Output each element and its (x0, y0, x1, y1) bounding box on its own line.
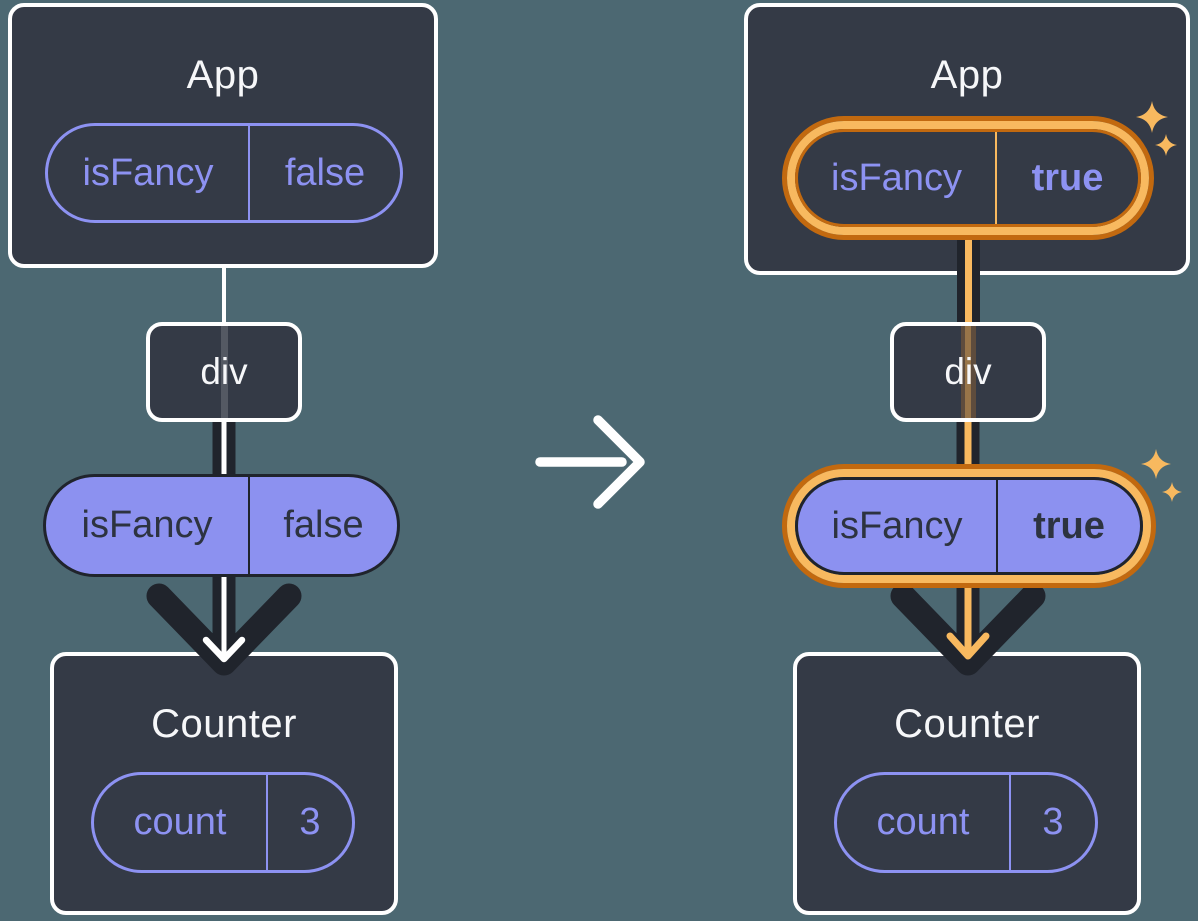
highlight-ring: isFancy true (787, 121, 1149, 235)
state-name: count (94, 775, 268, 870)
connector-core (965, 326, 971, 418)
app-component-card: App isFancy false (8, 3, 438, 268)
sparkle-icon (1162, 482, 1182, 502)
prop-value: true (1033, 504, 1105, 547)
prop-name: isFancy (46, 477, 250, 574)
passed-prop-pill: isFancy true (795, 477, 1143, 575)
state-pill: isFancy true (795, 129, 1141, 227)
state-value: true (1031, 156, 1104, 199)
passed-prop-pill: isFancy false (43, 474, 400, 577)
counter-component-card: Counter count 3 (50, 652, 398, 915)
state-name: isFancy (798, 132, 997, 224)
sparkle-icon (1136, 101, 1168, 133)
arrow-segment-dark-orange (957, 236, 980, 324)
tree-connector-line (222, 264, 226, 324)
div-label: div (200, 351, 248, 392)
arrow-head-dark (146, 583, 302, 676)
connector-through-div (960, 326, 976, 418)
sparkle-shape (1136, 101, 1168, 133)
state-pill: isFancy false (45, 123, 403, 223)
state-value: 3 (1042, 801, 1064, 843)
component-title: Counter (894, 702, 1040, 746)
component-title: Counter (151, 702, 297, 746)
state-pill: count 3 (834, 772, 1098, 873)
sparkle-icon (1155, 134, 1177, 156)
sparkle-shape (1141, 449, 1171, 479)
connector-through-div (220, 326, 228, 418)
div-element-box: div (146, 322, 302, 422)
prop-name: isFancy (798, 480, 998, 572)
state-name: isFancy (48, 126, 250, 220)
state-value: false (284, 151, 366, 194)
highlight-ring: isFancy true (787, 469, 1151, 583)
component-title: App (930, 53, 1004, 97)
highlighted-passed-prop-pill: isFancy true (782, 464, 1156, 588)
component-title: App (186, 53, 260, 97)
state-value: 3 (299, 801, 321, 843)
state-pill: count 3 (91, 772, 355, 873)
arrow-head (593, 415, 645, 509)
div-label: div (944, 351, 992, 392)
arrow-right-icon (535, 415, 645, 509)
prop-value: false (283, 504, 364, 546)
counter-component-card: Counter count 3 (793, 652, 1141, 915)
arrow-head-dark (890, 583, 1046, 676)
sparkle-shape (1155, 134, 1177, 156)
arrow-head-orange (946, 632, 990, 660)
sparkle-shape (1162, 482, 1182, 502)
highlighted-state-pill: isFancy true (782, 116, 1154, 240)
arrow-head-white (202, 636, 246, 663)
sparkle-icon (1141, 449, 1171, 479)
state-name: count (837, 775, 1011, 870)
div-element-box: div (890, 322, 1046, 422)
